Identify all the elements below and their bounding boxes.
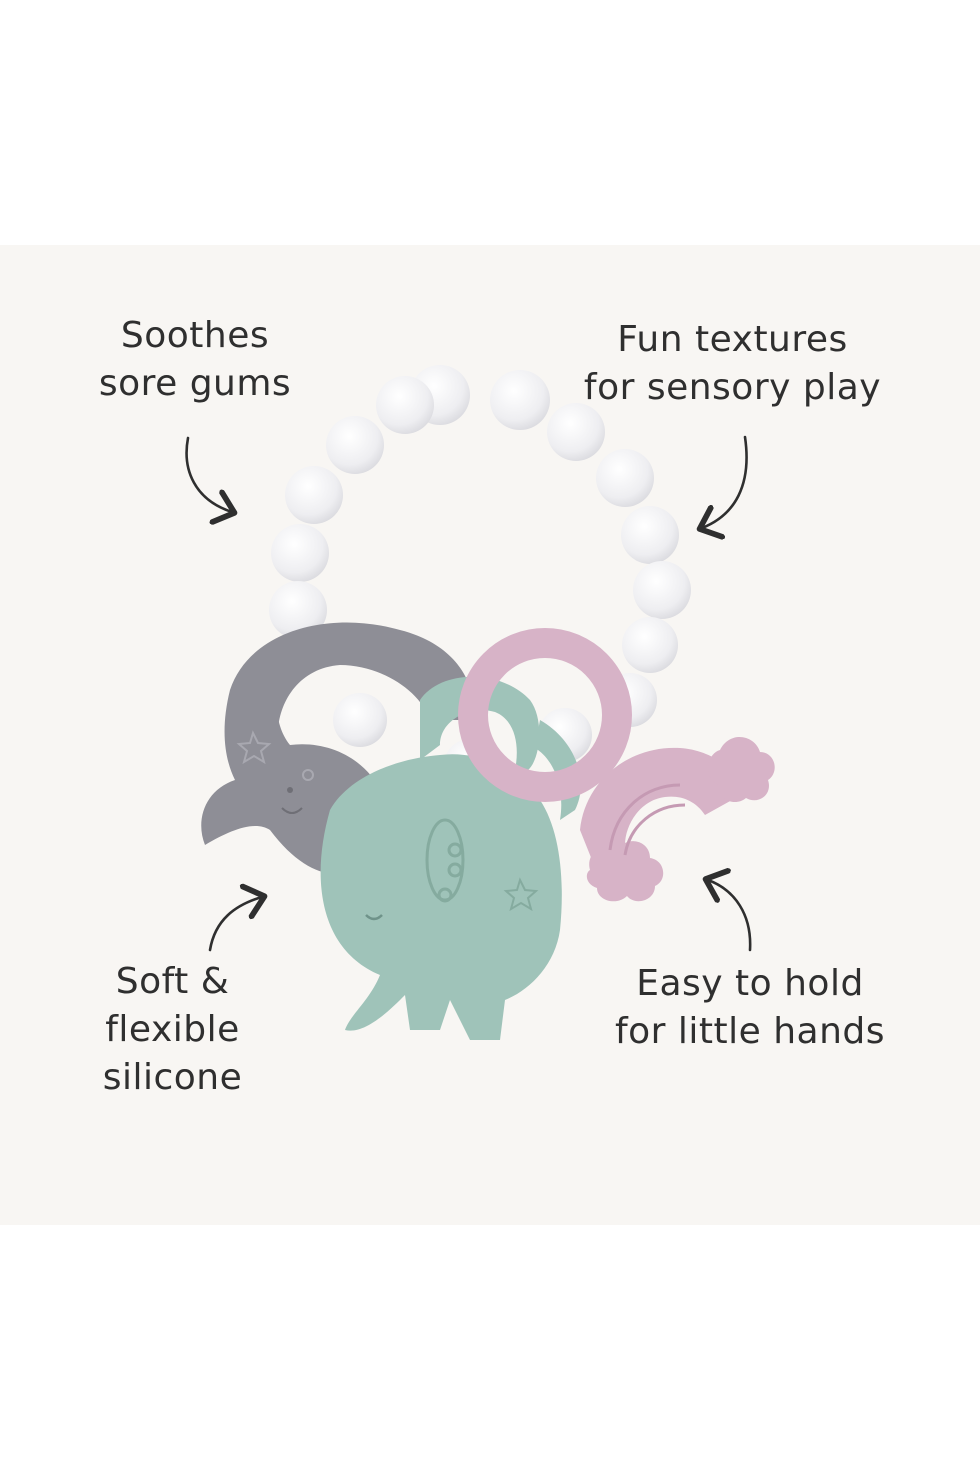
arrow-icon <box>708 880 752 952</box>
callout-line: Soft & <box>115 961 230 1002</box>
arrow-icon <box>208 897 262 952</box>
callout-line: flexible <box>105 1009 240 1050</box>
arrow-icon <box>702 435 748 528</box>
callout-line: sore gums <box>98 363 292 404</box>
callout-line: Easy to hold <box>636 963 864 1004</box>
callout-grip: Easy to hold for little hands <box>590 960 910 1056</box>
bead-ring <box>269 365 691 791</box>
callout-line: for sensory play <box>583 367 882 408</box>
callout-textures: Fun textures for sensory play <box>560 316 905 412</box>
callout-line: Soothes <box>120 315 270 356</box>
callout-line: for little hands <box>614 1011 886 1052</box>
callout-line: Fun textures <box>617 319 848 360</box>
rainbow-teether <box>458 628 775 902</box>
callout-silicone: Soft & flexible silicone <box>80 958 265 1102</box>
callout-line: silicone <box>102 1057 243 1098</box>
callout-soothes: Soothes sore gums <box>90 312 300 408</box>
arrow-icon <box>185 436 232 512</box>
